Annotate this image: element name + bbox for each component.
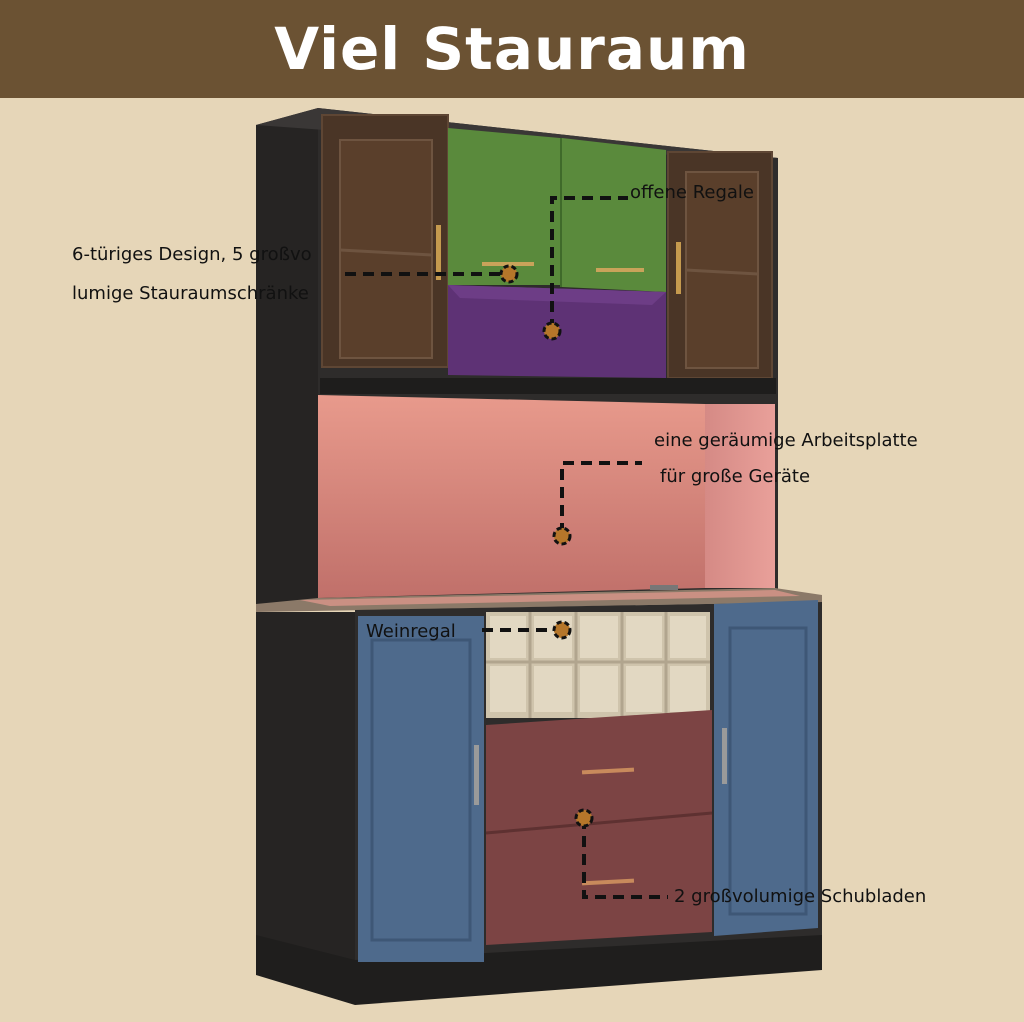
drawer-handle-lower <box>581 878 635 886</box>
marker-wine-rack <box>552 620 572 640</box>
blue-door-handle-left <box>474 745 479 805</box>
drawer-lower <box>486 814 712 945</box>
open-shelf-green-left <box>448 128 560 285</box>
countertop-niche-sidewall <box>705 404 775 588</box>
callout-line-drawers <box>582 818 668 899</box>
marker-drawers <box>574 808 594 828</box>
drawer-handle-upper <box>581 767 635 775</box>
door-handle-right <box>676 242 681 294</box>
page-title: Viel Stauraum <box>274 15 750 83</box>
callout-line-countertop <box>560 461 642 534</box>
blue-door-handle-right <box>722 728 727 784</box>
label-doors-line1: 6-türiges Design, 5 großvo <box>72 244 312 265</box>
callout-line-open-shelves <box>550 196 628 330</box>
green-door-handle-right <box>596 268 644 272</box>
hutch-side-panel <box>256 108 318 610</box>
door-handle-left <box>436 225 441 280</box>
blue-door-left <box>358 616 484 962</box>
marker-countertop <box>552 526 572 546</box>
label-doors-line2: lumige Stauraumschränke <box>72 283 309 304</box>
label-open-shelves: offene Regale <box>630 182 754 203</box>
marker-open-shelves <box>542 321 562 341</box>
green-door-handle-left <box>482 262 534 266</box>
label-countertop-line2: für große Geräte <box>660 466 811 487</box>
label-wine-rack: Weinregal <box>366 621 456 642</box>
open-shelf-green-right <box>562 138 666 292</box>
countertop-niche <box>318 395 705 598</box>
lower-cabinet-side <box>256 612 355 1002</box>
header-banner: Viel Stauraum <box>0 0 1024 98</box>
cabinet-plinth <box>256 935 822 1005</box>
blue-door-right <box>714 600 818 936</box>
label-countertop-line1: eine geräumige Arbeitsplatte <box>654 430 918 451</box>
label-drawers: 2 großvolumige Schubladen <box>674 886 927 907</box>
marker-doors <box>499 264 519 284</box>
